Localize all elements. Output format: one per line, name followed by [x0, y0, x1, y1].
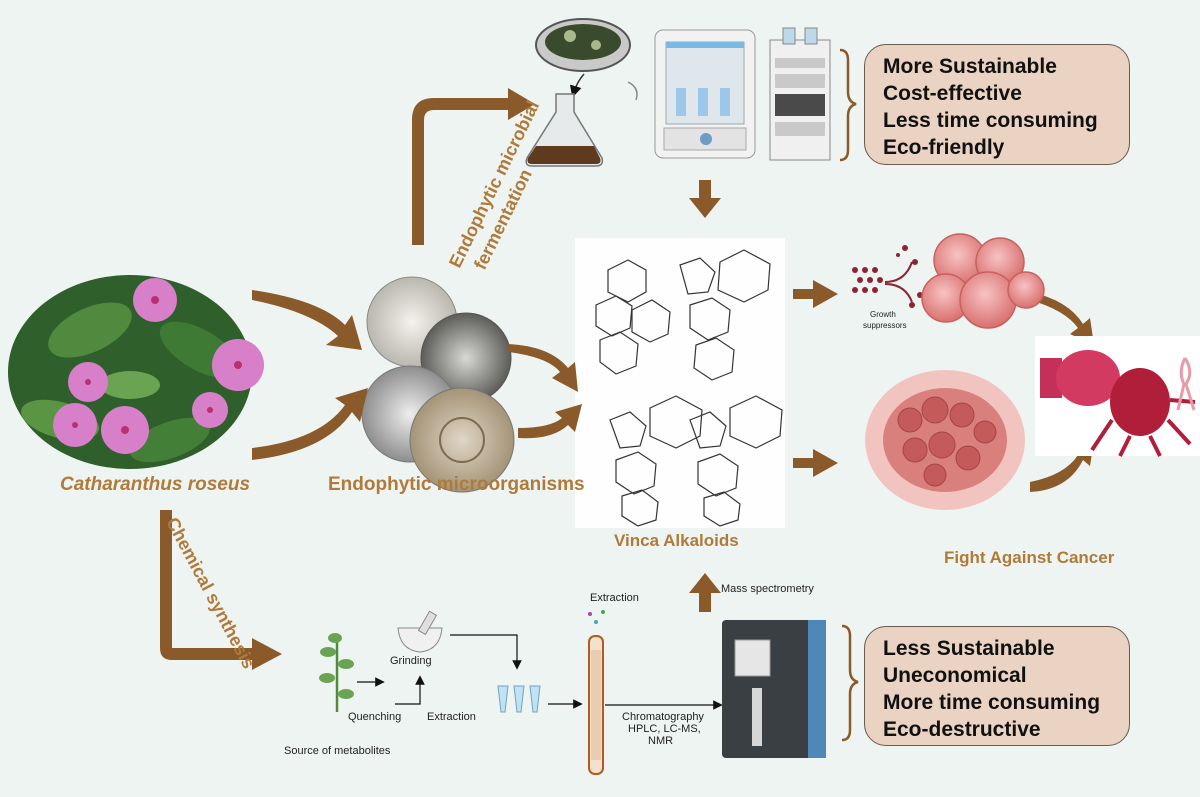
fight-cancer-label: Fight Against Cancer	[944, 548, 1115, 567]
cancer-cells-top	[921, 233, 1045, 329]
sustainable-item: Cost-effective	[883, 82, 1022, 105]
source-label: Source of metabolites	[284, 745, 391, 757]
quenching-label: Quenching	[348, 711, 402, 723]
hplc-instrument	[769, 27, 831, 161]
alkaloid-panel	[575, 238, 785, 528]
sustainable-item: Less time consuming	[883, 109, 1098, 132]
fermentation-flask	[525, 18, 631, 167]
sustainable-item: More Sustainable	[883, 55, 1057, 78]
incubator	[627, 29, 756, 159]
plant-photo	[8, 275, 264, 469]
sustainable-item: Eco-friendly	[883, 136, 1005, 159]
plant-sprout	[319, 633, 354, 712]
growth-suppressor-dots	[852, 245, 923, 308]
mass-spectrometer	[722, 620, 826, 758]
unsustainable-item: Less Sustainable	[883, 637, 1055, 660]
unsustainable-item: Uneconomical	[883, 664, 1027, 687]
mortar-pestle	[397, 610, 443, 653]
top-brace	[839, 48, 857, 162]
grinding-label: Grinding	[390, 655, 432, 667]
extraction-left-label: Extraction	[427, 711, 476, 723]
chromatography-label-3: NMR	[648, 735, 674, 747]
chromatography-label-1: Chromatography	[622, 711, 704, 723]
cancer-cluster-bottom	[865, 370, 1025, 510]
growth-suppressors-label-1: Growth	[870, 310, 896, 319]
growth-suppressors-label-2: suppressors	[863, 321, 907, 330]
endophytes-label: Endophytic microorganisms	[328, 474, 585, 495]
tubes	[497, 685, 541, 713]
sustainable-box: More Sustainable Cost-effective Less tim…	[864, 44, 1130, 165]
brown-arrows	[160, 88, 1094, 670]
boxing-glove-image	[1035, 336, 1200, 457]
plant-label: Catharanthus roseus	[60, 474, 251, 495]
petri-dishes	[361, 276, 515, 493]
unsustainable-box: Less Sustainable Uneconomical More time …	[864, 626, 1130, 746]
unsustainable-item: Eco-destructive	[883, 718, 1041, 741]
vinca-alkaloids-label: Vinca Alkaloids	[614, 531, 739, 550]
extraction-column	[588, 610, 605, 775]
chromatography-label-2: HPLC, LC-MS,	[628, 723, 701, 735]
bottom-brace	[841, 624, 859, 742]
alkaloid-structures	[595, 249, 783, 527]
mass-spec-label: Mass spectrometry	[721, 583, 814, 595]
unsustainable-item: More time consuming	[883, 691, 1101, 714]
extraction-top-label: Extraction	[590, 592, 639, 604]
